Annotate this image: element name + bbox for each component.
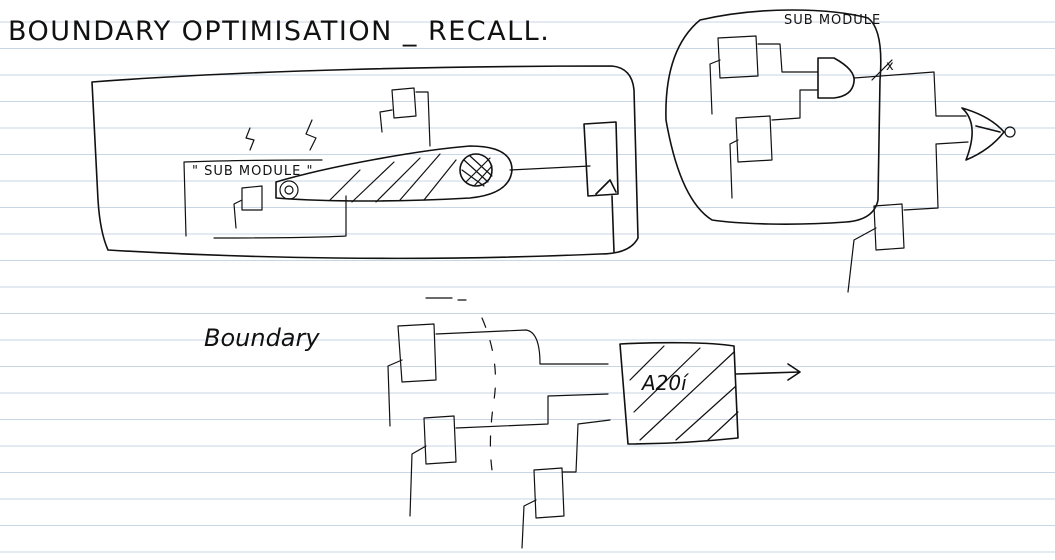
boundary-label: Boundary <box>204 324 320 352</box>
page-title: BOUNDARY OPTIMISATION _ RECALL. <box>8 16 550 47</box>
arrow-marker-1 <box>245 127 255 151</box>
submodule-label-left: " SUB MODULE " <box>192 164 313 179</box>
wire-to-output <box>509 165 591 171</box>
x-mark-slash <box>871 59 893 81</box>
hatch-lines <box>329 153 457 203</box>
origin-dot <box>284 185 294 195</box>
target-cell <box>459 153 493 187</box>
inverter-bubble <box>1004 126 1016 138</box>
flop-bottom-a <box>387 323 609 427</box>
target-cell-hatch <box>461 155 493 187</box>
boundary-dashed-line <box>481 317 497 471</box>
flop-bottom-c <box>521 419 611 549</box>
output-arrow <box>735 363 801 381</box>
flop-right-1 <box>709 35 819 115</box>
hatched-block-lines <box>629 345 739 441</box>
top-chip-diagram: " SUB MODULE " <box>91 65 639 260</box>
flop-right-3 <box>847 203 905 293</box>
and-gate <box>817 57 855 99</box>
x-mark-label: x <box>886 59 895 74</box>
flop-bottom-b <box>409 393 609 517</box>
hatched-block <box>619 341 739 445</box>
submodule-box <box>183 159 347 239</box>
origin-circle <box>279 180 299 200</box>
flop-right-2 <box>729 89 819 199</box>
boundary-diagram: A20í <box>387 297 801 549</box>
gate-output-wire <box>853 71 967 117</box>
right-submodule-diagram: SUB MODULE x <box>665 9 1016 293</box>
submodule-outline <box>665 9 882 225</box>
flop-left <box>233 185 263 229</box>
or-gate <box>961 107 1005 161</box>
ruled-lines <box>0 21 1055 553</box>
flop-top <box>379 87 431 147</box>
flop-output <box>583 121 619 253</box>
arrow-marker-2 <box>305 119 317 151</box>
submodule-label-right: SUB MODULE <box>784 13 881 28</box>
block-label: A20í <box>640 371 689 395</box>
gate-lower-input <box>903 141 969 211</box>
stray-dash <box>425 297 467 301</box>
outer-chip-outline <box>91 65 639 260</box>
